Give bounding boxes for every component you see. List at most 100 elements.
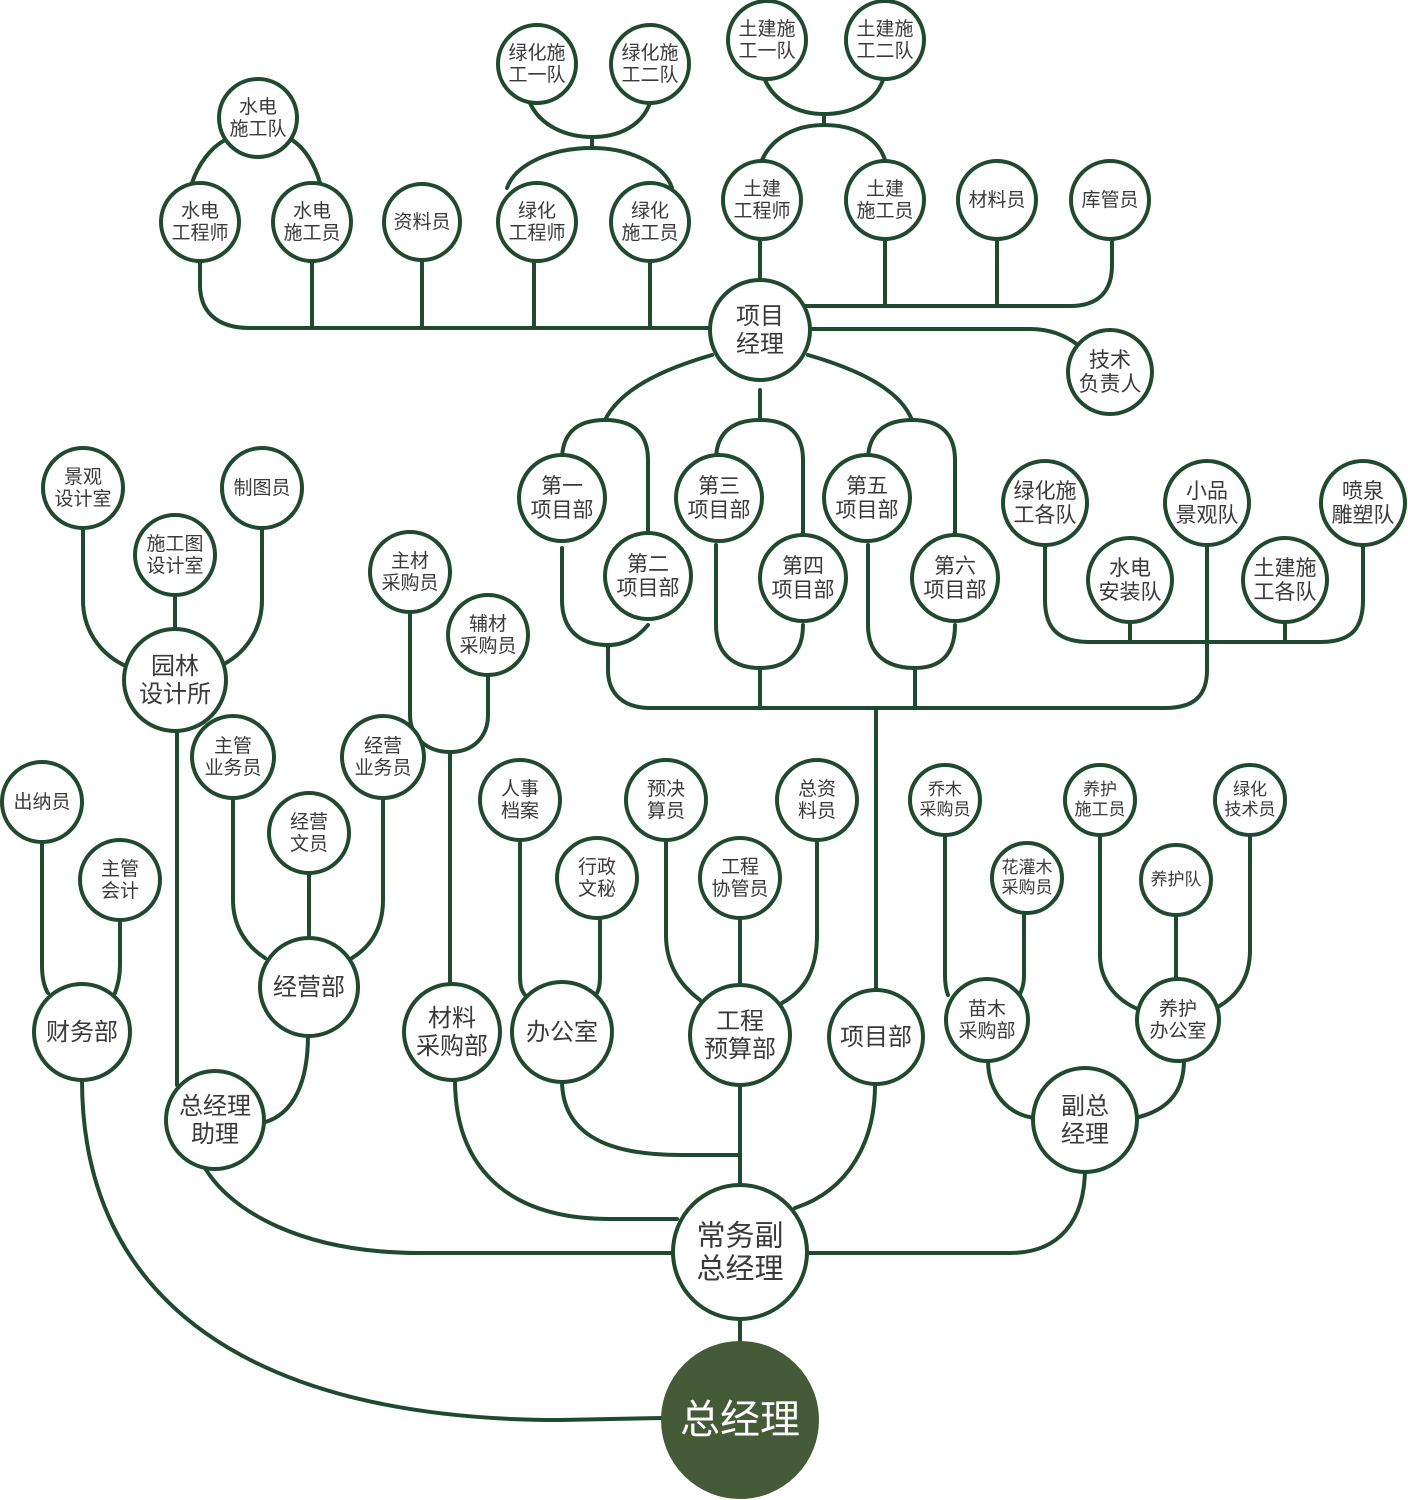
- node-circle: [402, 982, 502, 1082]
- edge-cwfzjl-bgs: [560, 1078, 742, 1157]
- node-label: 负责人: [1079, 372, 1142, 396]
- node-label: 工各队: [1014, 503, 1077, 527]
- edge-cwfzjl-fzjl: [805, 1166, 1087, 1255]
- node-circle: [1063, 763, 1137, 837]
- node-label: 施工队: [229, 118, 286, 140]
- node-label: 工程师: [508, 222, 565, 244]
- node-cly: 材料员: [956, 159, 1038, 241]
- node-label: 项目部: [617, 576, 680, 600]
- node-label: 第五: [846, 474, 888, 498]
- node-circle: [220, 446, 304, 530]
- node-label: 主管: [214, 735, 252, 757]
- node-circle: [1001, 459, 1089, 547]
- edge-bgs-rsda: [518, 838, 527, 997]
- node-circle: [496, 181, 578, 263]
- node-label: 总资: [798, 778, 836, 800]
- node-circle: [382, 182, 462, 262]
- node-label: 总经理: [179, 1092, 251, 1120]
- node-label: 材料: [428, 1004, 476, 1032]
- edge-xmjl-loop56: [806, 353, 914, 422]
- edge-bgs-xzwm: [594, 916, 602, 997]
- node-label: 副总: [1061, 1092, 1109, 1120]
- node-label: 绿化施: [508, 42, 565, 64]
- node-label: 采购部: [958, 1020, 1015, 1042]
- node-circle: [609, 23, 691, 105]
- node-circle: [510, 980, 614, 1084]
- edge-mmcgb-hgmcgy: [1016, 910, 1026, 1000]
- node-label: 设计室: [54, 488, 111, 510]
- node-label: 工各队: [1254, 580, 1317, 604]
- node-label: 养护: [1159, 998, 1197, 1020]
- node-circle: [603, 531, 693, 621]
- node-label: 第二: [627, 552, 669, 576]
- node-circle: [1163, 459, 1251, 547]
- edge-ylsjs-jgsjs: [81, 526, 130, 669]
- edge-sd-arc: [190, 138, 227, 185]
- node-label: 第三: [698, 474, 740, 498]
- node-zly: 资料员: [382, 182, 462, 262]
- edge-jyb-jyywy: [350, 795, 385, 960]
- node-label: 土建: [866, 178, 904, 200]
- node-label: 办公室: [526, 1018, 598, 1046]
- node-label: 工程师: [171, 222, 228, 244]
- node-label: 辅材: [469, 613, 507, 635]
- node-circle: [478, 758, 562, 842]
- node-label: 施工员: [856, 200, 913, 222]
- node-circle: [908, 763, 982, 837]
- edge-yhbgs-yhsgy: [1098, 833, 1142, 1012]
- node-circle: [944, 977, 1030, 1063]
- node-circle: [674, 453, 764, 543]
- edge-zjl-cwb: [80, 1078, 665, 1422]
- edge-gcysb-yjsy: [664, 838, 702, 1002]
- node-circle: [775, 758, 859, 842]
- node-label: 总经理: [696, 1252, 783, 1286]
- node-circle: [956, 159, 1038, 241]
- edge-tj-arc-bottom: [760, 123, 887, 162]
- node-circle: [990, 841, 1064, 915]
- node-label: 助理: [191, 1120, 239, 1148]
- node-circle: [1319, 459, 1407, 547]
- node-label: 工程: [721, 856, 759, 878]
- node-label: 人事: [501, 778, 539, 800]
- edge-xmjl-left-bar: [198, 258, 712, 330]
- node-label: 水电: [181, 200, 219, 222]
- node-circle: [609, 181, 691, 263]
- node-circle: [844, 159, 926, 241]
- node-circle: [32, 982, 132, 1082]
- node-circle: [1086, 536, 1174, 624]
- node-label: 主材: [391, 550, 429, 572]
- node-circle: [133, 513, 217, 597]
- node-label: 第四: [782, 554, 824, 578]
- edge-trunk-horizontal: [606, 543, 1209, 710]
- node-label: 经营: [364, 735, 402, 757]
- node-label: 业务员: [204, 757, 261, 779]
- edge-ylsjs-zty: [216, 526, 264, 669]
- node-label: 苗木: [968, 998, 1006, 1020]
- node-label: 绿化施: [1014, 479, 1077, 503]
- node-label: 土建施: [738, 18, 795, 40]
- node-circle: [496, 23, 578, 105]
- node-label: 项目部: [924, 578, 987, 602]
- node-label: 档案: [501, 800, 539, 822]
- node-label: 设计所: [139, 680, 211, 708]
- node-label: 工程师: [733, 200, 790, 222]
- node-label: 水电: [1109, 556, 1151, 580]
